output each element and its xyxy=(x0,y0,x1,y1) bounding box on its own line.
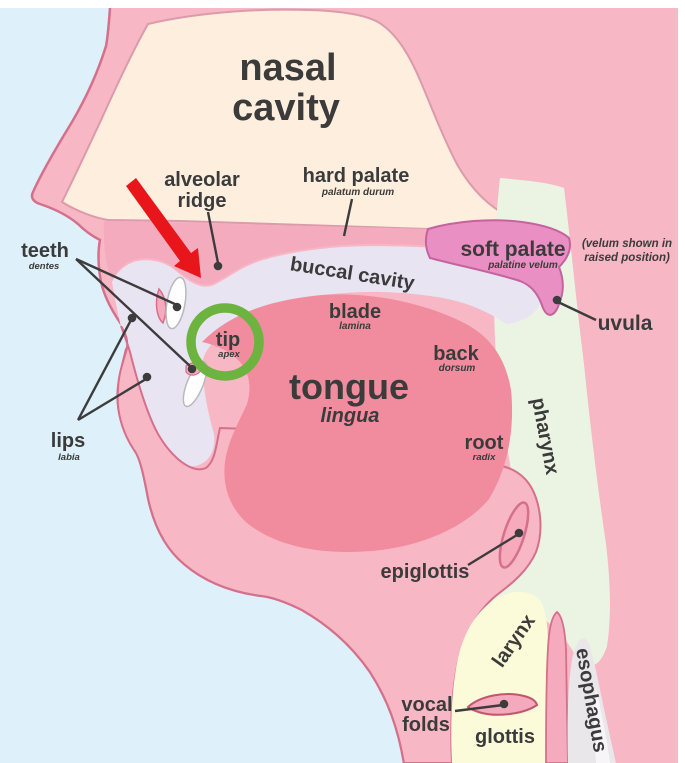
epiglottis-dot xyxy=(514,528,524,538)
hard-palate-label: hard palate xyxy=(303,165,410,187)
root-latin: radix xyxy=(473,452,496,463)
root-label: root xyxy=(465,432,504,454)
uvula-label: uvula xyxy=(598,312,653,335)
alveolar-ridge-label-line1: alveolar xyxy=(164,169,240,191)
alveolar-ridge-line xyxy=(206,211,220,264)
soft-palate-latin: palatine velum xyxy=(487,260,558,271)
nasal-cavity-label-line1: nasal xyxy=(239,47,336,89)
esophagus-lumen xyxy=(594,688,610,763)
teeth-dot-upper xyxy=(172,302,182,312)
vocal-folds-label-line1: vocal xyxy=(401,694,452,716)
lips-dot-upper xyxy=(127,313,137,323)
teeth-line-lower xyxy=(75,258,192,368)
epiglottis-line xyxy=(467,533,518,567)
vocal-folds-dot xyxy=(499,699,509,709)
lips-dot-lower xyxy=(142,372,152,382)
uvula-dot xyxy=(552,295,562,305)
alveolar-ridge-label-line2: ridge xyxy=(178,190,227,212)
lips-label: lips xyxy=(51,430,85,452)
tongue-label: tongue xyxy=(289,366,409,407)
velum-note-line2: raised position) xyxy=(584,252,670,264)
back-label: back xyxy=(433,343,479,365)
buccal-cavity-region xyxy=(112,246,544,467)
lips-line-upper xyxy=(76,319,133,421)
red-arrow-icon xyxy=(126,178,201,278)
vocal-folds-line xyxy=(454,703,504,713)
epiglottis-label: epiglottis xyxy=(381,561,470,583)
teeth-label: teeth xyxy=(21,240,69,262)
hard-palate-line xyxy=(342,198,354,237)
green-circle-highlight xyxy=(186,303,264,381)
hard-palate-latin: palatum durum xyxy=(321,187,394,198)
soft-palate-label: soft palate xyxy=(460,238,565,261)
lips-line-lower xyxy=(77,377,147,422)
velum-note-line1: (velum shown in xyxy=(582,238,672,250)
vocal-folds-label-line2: folds xyxy=(402,714,450,736)
larynx-region xyxy=(451,591,548,763)
alveolar-ridge-dot xyxy=(213,261,223,271)
epiglottis-region xyxy=(498,501,530,569)
tongue-region xyxy=(202,294,513,552)
tongue-latin: lingua xyxy=(321,405,380,427)
lips-latin: labia xyxy=(58,452,80,463)
nasal-cavity-label-line2: cavity xyxy=(232,87,340,129)
soft-palate-region xyxy=(424,219,571,316)
teeth-dot-lower xyxy=(187,364,197,374)
larynx-back-wall xyxy=(545,610,569,763)
teeth-latin: dentes xyxy=(29,261,60,272)
blade-label: blade xyxy=(329,301,381,323)
uvula-line xyxy=(557,300,597,322)
blade-latin: lamina xyxy=(339,321,371,332)
back-latin: dorsum xyxy=(439,363,476,374)
teeth-line-upper xyxy=(75,257,178,307)
pharynx-region xyxy=(448,178,610,666)
tip-latin: apex xyxy=(218,349,240,360)
tip-label: tip xyxy=(216,329,240,351)
glottis-label: glottis xyxy=(475,726,535,748)
lower-tooth xyxy=(182,360,208,408)
